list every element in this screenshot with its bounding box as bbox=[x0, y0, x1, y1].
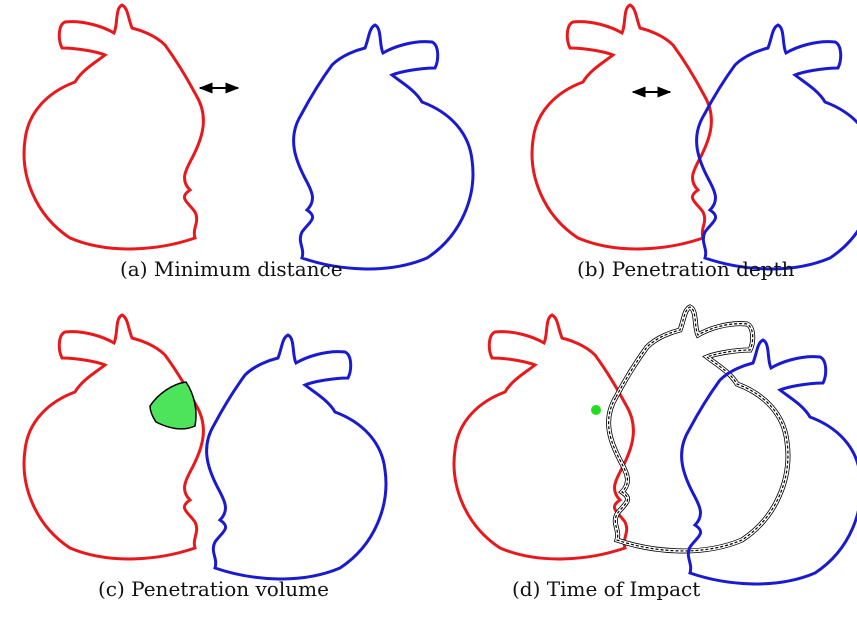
blue-object bbox=[205, 333, 388, 581]
red-object bbox=[22, 3, 205, 251]
penetration-volume-diagram bbox=[22, 313, 388, 581]
red-object bbox=[452, 313, 635, 561]
time-of-impact-diagram bbox=[452, 310, 857, 586]
panel-penetration-depth: (b) Penetration depth bbox=[430, 0, 857, 300]
impact-point bbox=[591, 405, 601, 415]
penetration-depth-diagram bbox=[530, 3, 857, 271]
caption-c: (c) Penetration volume bbox=[98, 577, 329, 601]
caption-d: (d) Time of Impact bbox=[512, 577, 701, 601]
panel-minimum-distance: (a) Minimum distance bbox=[0, 0, 475, 300]
caption-a: (a) Minimum distance bbox=[120, 257, 343, 281]
red-object bbox=[530, 3, 713, 251]
blue-object bbox=[695, 23, 857, 271]
minimum-distance-diagram bbox=[22, 3, 475, 271]
caption-b: (b) Penetration depth bbox=[577, 257, 795, 281]
panel-time-of-impact: (d) Time of Impact bbox=[430, 310, 857, 619]
red-object bbox=[22, 313, 205, 561]
overlap-region bbox=[149, 381, 197, 430]
panel-penetration-volume: (c) Penetration volume bbox=[0, 310, 428, 619]
